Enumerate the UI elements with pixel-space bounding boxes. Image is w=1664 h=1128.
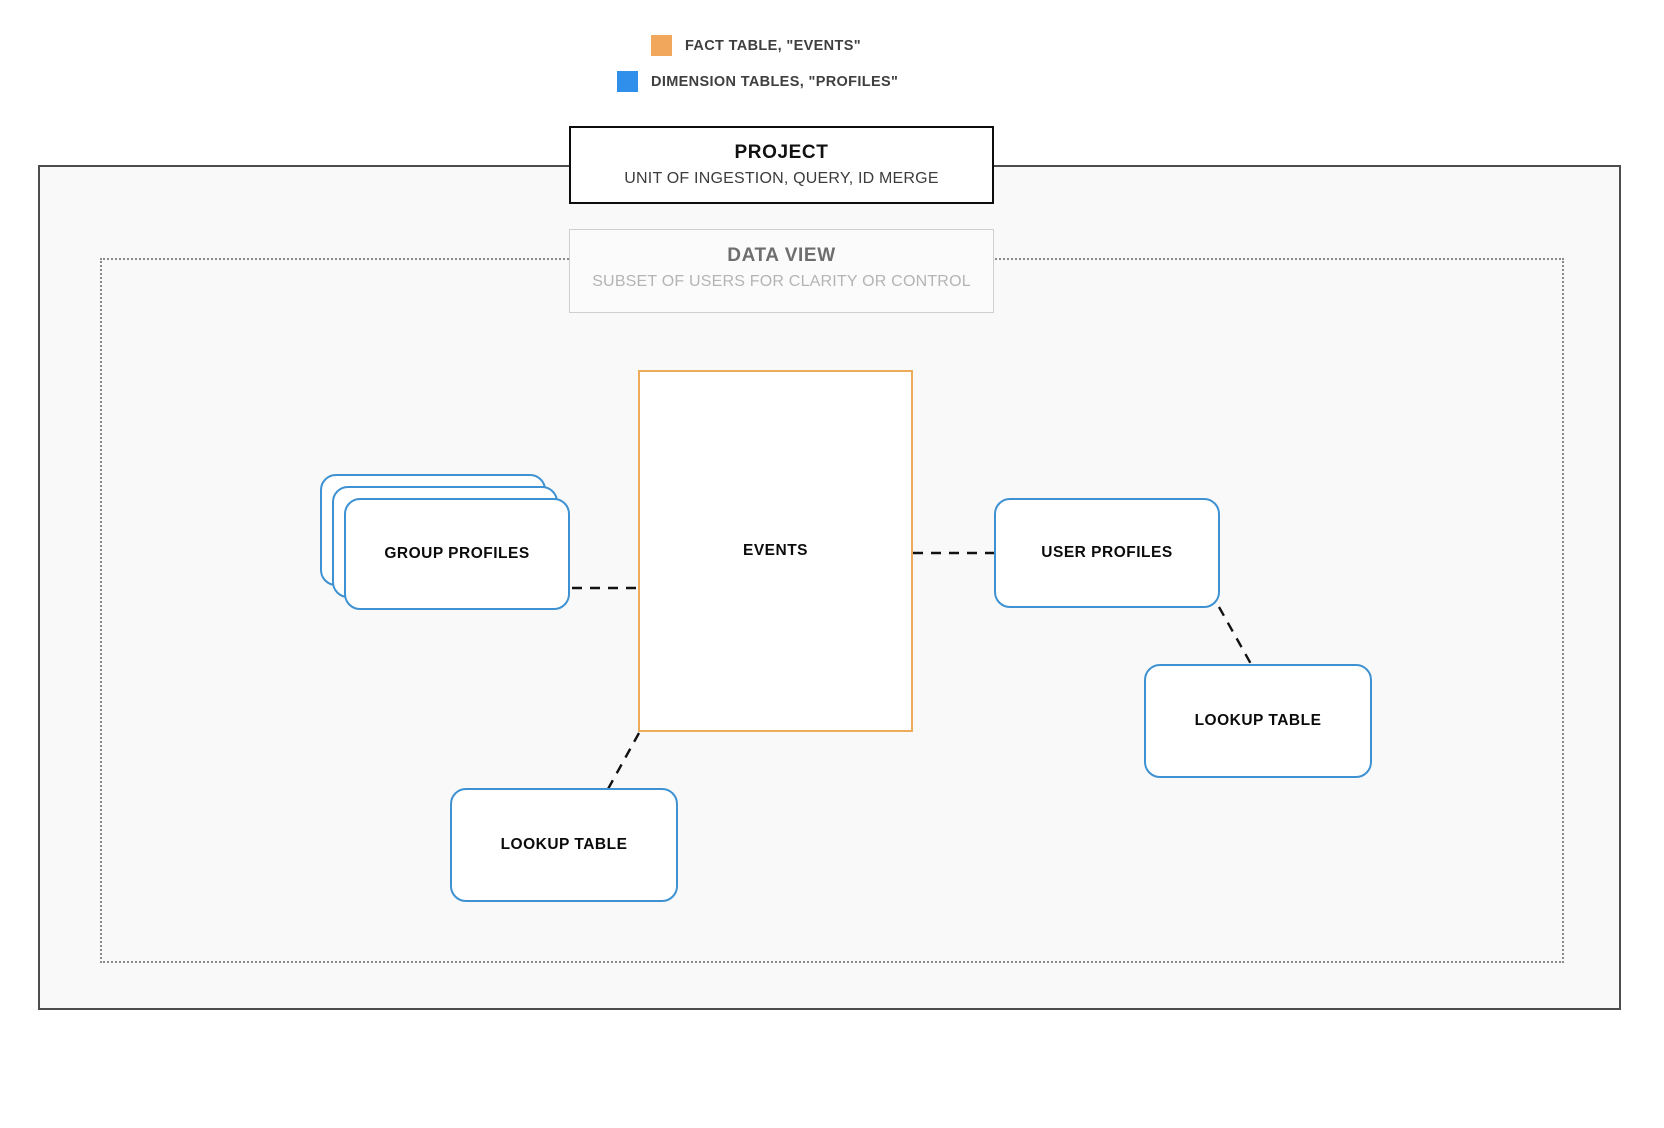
node-group-profiles[interactable]: GROUP PROFILES [320, 474, 570, 610]
node-group-profiles-label: GROUP PROFILES [384, 545, 530, 562]
node-lookup-table-left[interactable]: LOOKUP TABLE [450, 788, 678, 902]
node-events[interactable]: EVENTS [638, 370, 913, 732]
project-card-subtitle: UNIT OF INGESTION, QUERY, ID MERGE [624, 169, 939, 187]
project-card: PROJECT UNIT OF INGESTION, QUERY, ID MER… [569, 126, 994, 204]
data-view-card-title: DATA VIEW [727, 245, 836, 266]
node-events-label: EVENTS [742, 542, 808, 559]
legend-label-dimension-tables: DIMENSION TABLES, "PROFILES" [651, 73, 899, 90]
node-user-profiles-label: USER PROFILES [1041, 544, 1173, 561]
node-lookup-table-left-label: LOOKUP TABLE [500, 836, 628, 853]
dimension-tables-swatch [617, 71, 638, 92]
project-card-title: PROJECT [734, 142, 829, 163]
data-view-card: DATA VIEW SUBSET OF USERS FOR CLARITY OR… [569, 229, 994, 313]
legend-item-fact-table: FACT TABLE, "EVENTS" [651, 35, 861, 56]
node-user-profiles[interactable]: USER PROFILES [994, 498, 1220, 608]
node-lookup-table-right-label: LOOKUP TABLE [1194, 712, 1322, 729]
legend-item-dimension-tables: DIMENSION TABLES, "PROFILES" [617, 71, 898, 92]
group-profiles-stack-card-front[interactable]: GROUP PROFILES [344, 498, 570, 610]
data-view-card-subtitle: SUBSET OF USERS FOR CLARITY OR CONTROL [592, 272, 971, 290]
fact-table-swatch [651, 35, 672, 56]
legend-label-fact-table: FACT TABLE, "EVENTS" [685, 37, 861, 54]
node-lookup-table-right[interactable]: LOOKUP TABLE [1144, 664, 1372, 778]
